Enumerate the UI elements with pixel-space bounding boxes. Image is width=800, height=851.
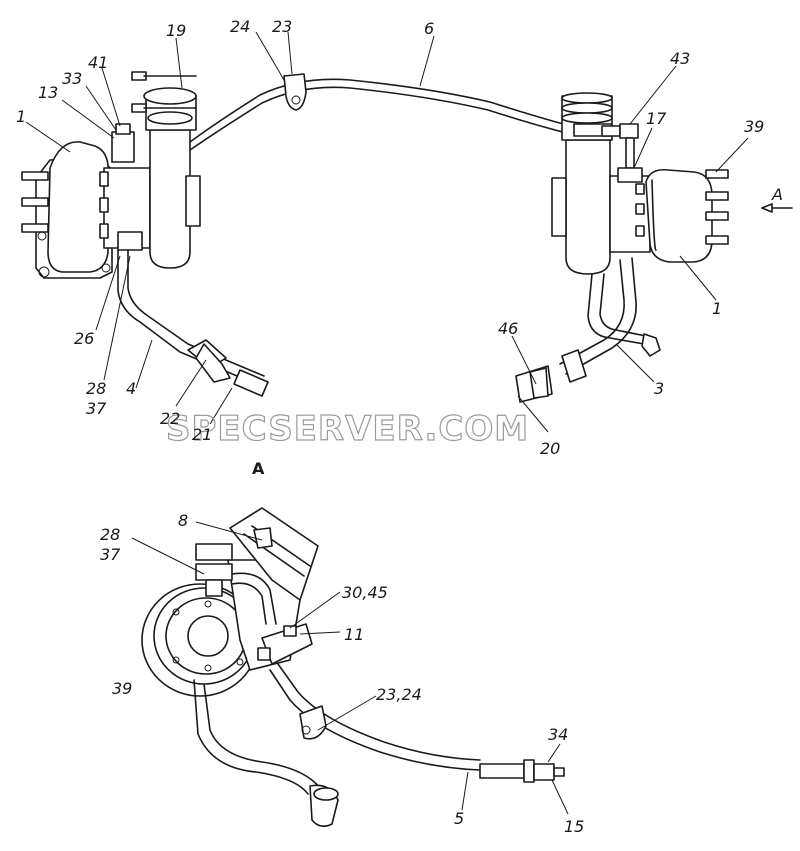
callout-label: 22 xyxy=(160,409,180,428)
callout-label: 37 xyxy=(100,545,121,564)
callout-label: 39 xyxy=(112,679,132,698)
callout-label: 6 xyxy=(424,19,434,38)
callout-label: 37 xyxy=(86,399,107,418)
callout-label: 15 xyxy=(564,817,584,836)
leader-lines-top xyxy=(25,31,793,433)
callout-label: 34 xyxy=(548,725,568,744)
callout-label: 43 xyxy=(670,49,690,68)
arrow-a-label: A xyxy=(771,185,783,204)
callout-label: 41 xyxy=(88,53,108,72)
callout-label: 26 xyxy=(74,329,94,348)
callouts-top: 19 24 23 6 43 41 33 13 1 17 39 1 26 28 3… xyxy=(16,17,783,478)
callout-label: 20 xyxy=(540,439,560,458)
tube-6 xyxy=(189,73,579,151)
callout-label: 39 xyxy=(744,117,764,136)
callout-label: 11 xyxy=(344,625,364,644)
left-compressor xyxy=(131,71,201,269)
callout-label: 19 xyxy=(166,21,186,40)
callout-label: 1 xyxy=(16,107,26,126)
callout-label: 24 xyxy=(230,17,250,36)
callout-label: 23,24 xyxy=(376,685,422,704)
callout-label: 8 xyxy=(178,511,188,530)
callout-label: 5 xyxy=(454,809,464,828)
callout-label: 46 xyxy=(498,319,518,338)
callout-label: 21 xyxy=(192,425,212,444)
tube-3 xyxy=(515,257,661,403)
tube-4 xyxy=(117,249,269,397)
left-turbocharger xyxy=(21,123,151,279)
callout-label: 4 xyxy=(126,379,136,398)
right-turbocharger xyxy=(609,123,729,263)
callout-label: 1 xyxy=(712,299,722,318)
watermark-text: SPECSERVER.COM xyxy=(166,409,529,449)
right-compressor xyxy=(551,92,621,275)
callout-label: 30,45 xyxy=(342,583,388,602)
view-a-title: A xyxy=(252,459,265,478)
callout-label: 13 xyxy=(38,83,58,102)
callout-label: 23 xyxy=(272,17,292,36)
callout-label: 28 xyxy=(86,379,106,398)
callout-label: 3 xyxy=(654,379,664,398)
callout-label: 17 xyxy=(646,109,667,128)
callout-label: 28 xyxy=(100,525,120,544)
callouts-bottom: 8 28 37 30,45 11 39 23,24 34 5 15 xyxy=(100,511,584,836)
leader-lines-bottom xyxy=(131,521,569,815)
callout-label: 33 xyxy=(62,69,82,88)
view-a-assembly xyxy=(141,507,565,828)
